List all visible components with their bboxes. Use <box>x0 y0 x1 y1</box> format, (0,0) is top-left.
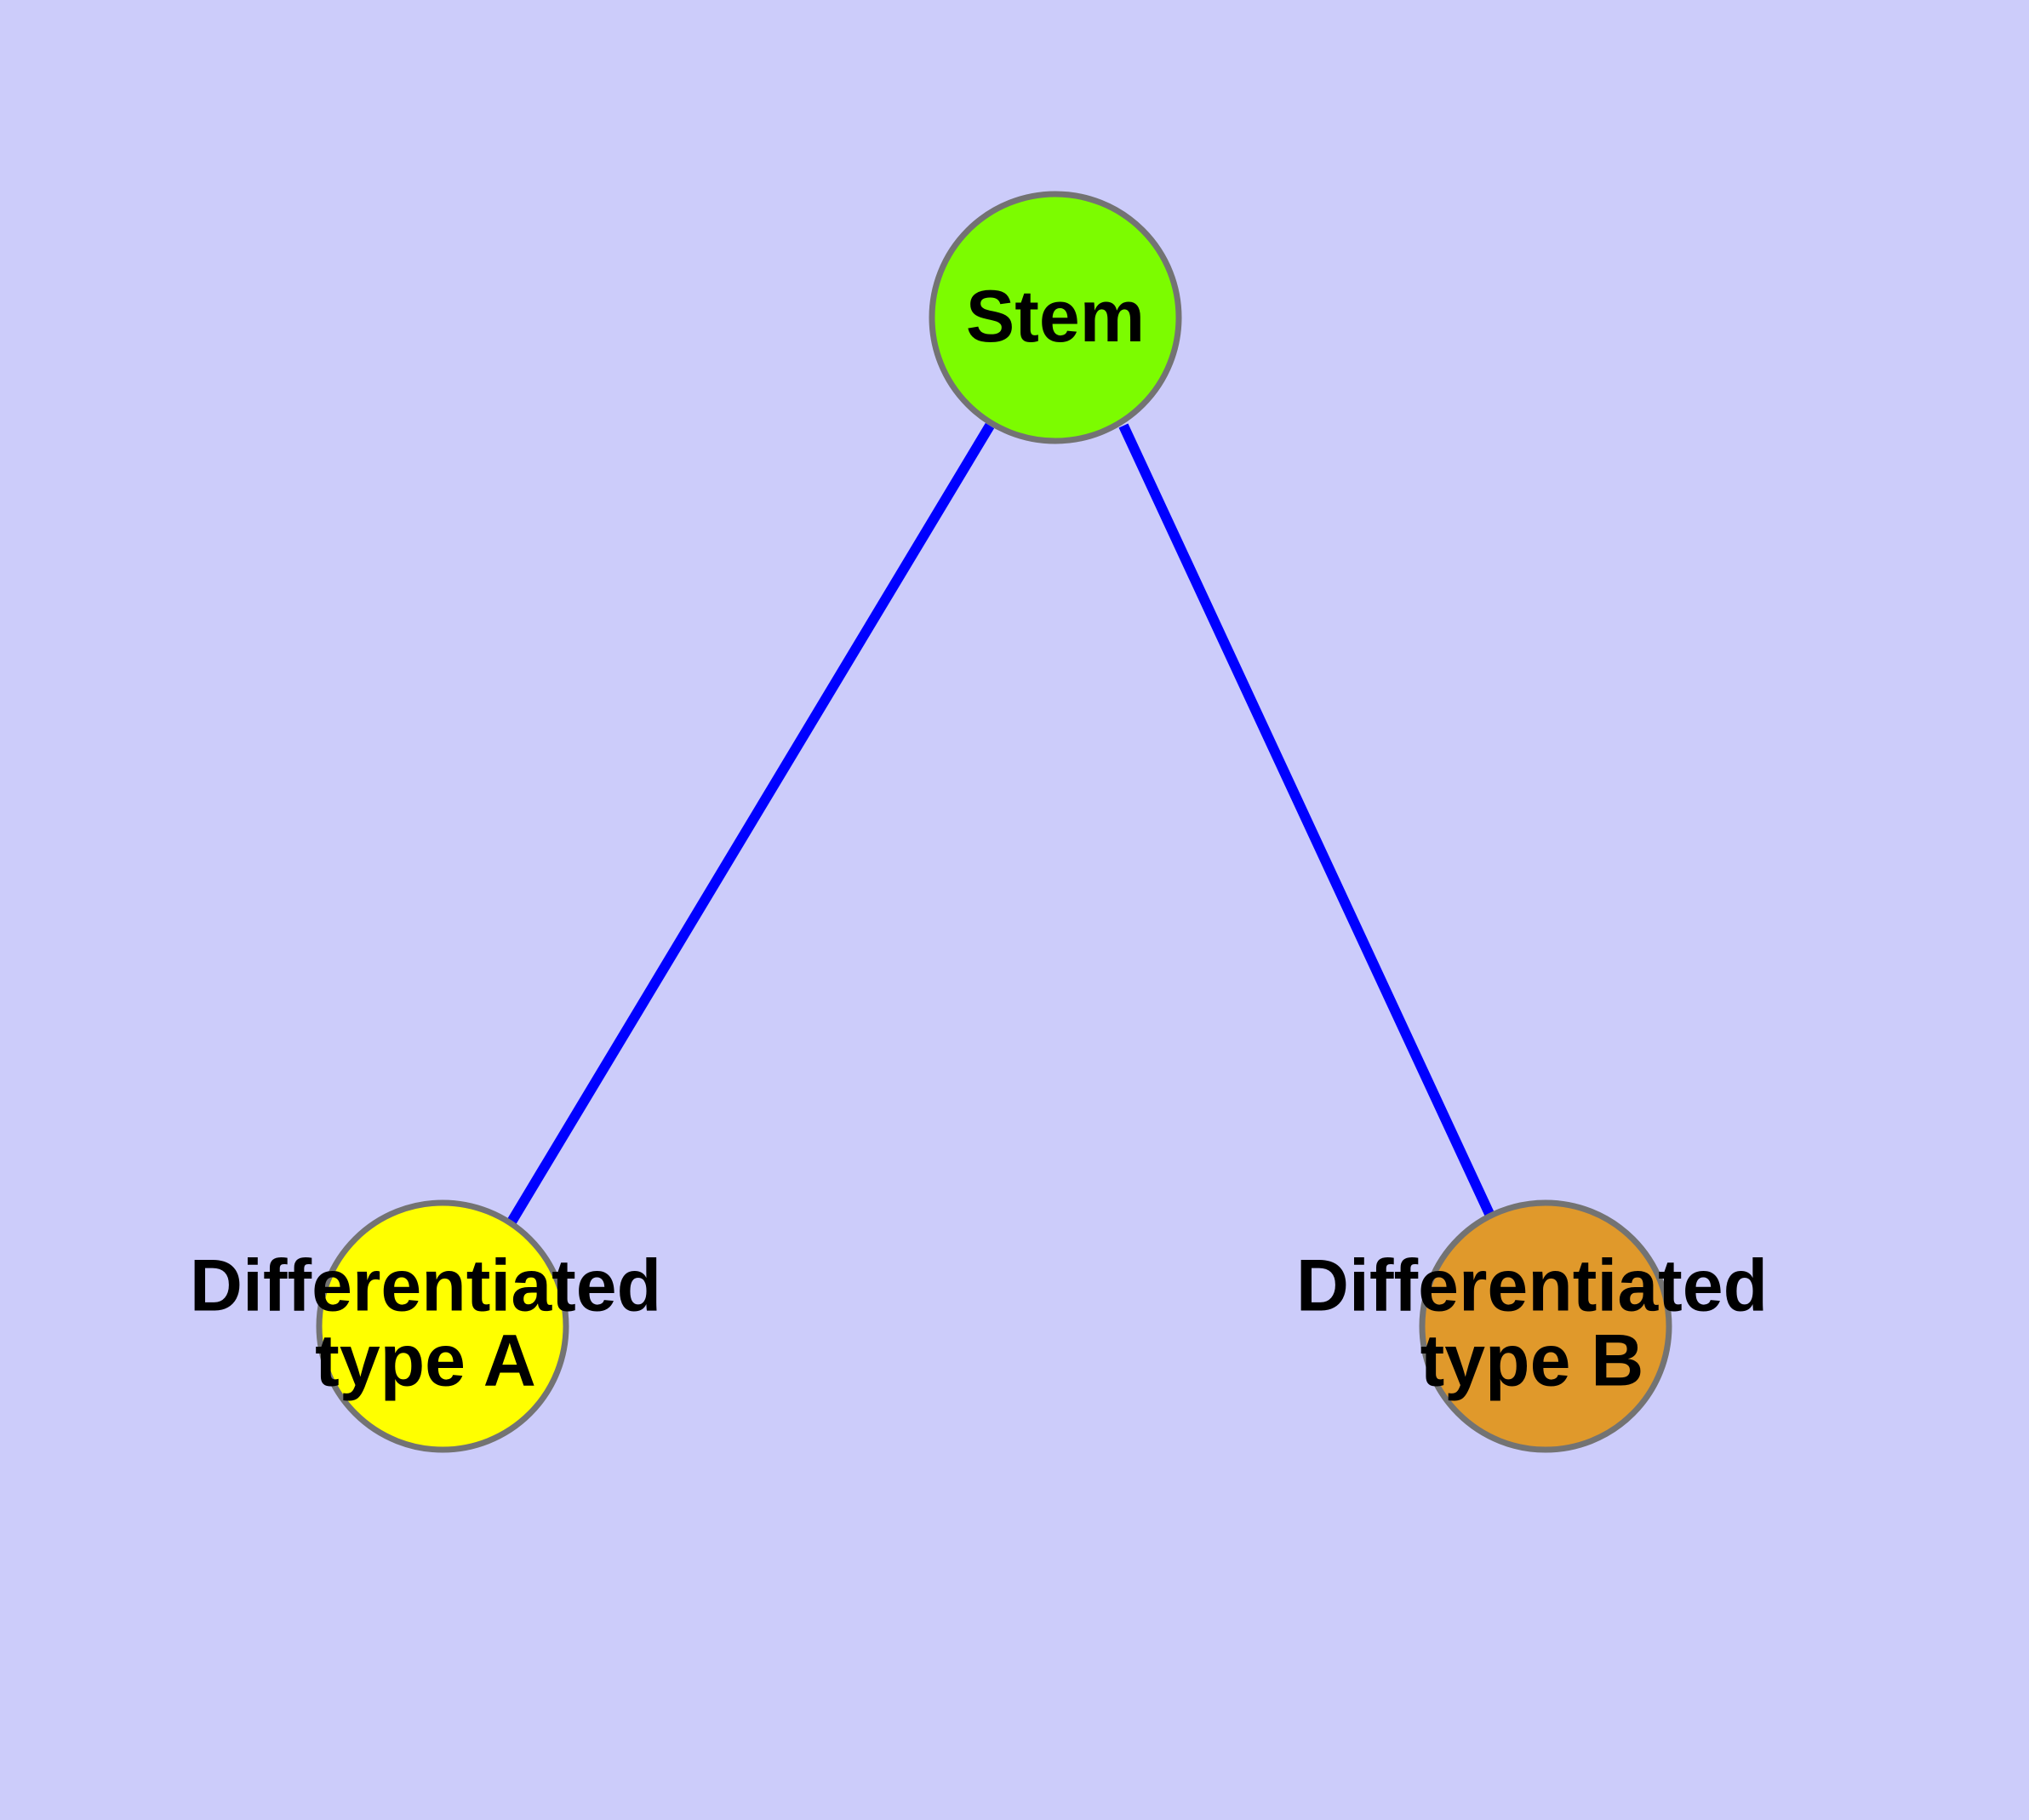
edge-stem-to-diff-a[interactable] <box>506 422 995 1227</box>
node-differentiated-type-b[interactable] <box>1419 1199 1672 1453</box>
edge-layer <box>506 422 1500 1229</box>
node-layer <box>316 191 1672 1453</box>
edge-stem-to-diff-b[interactable] <box>1118 423 1500 1229</box>
node-stem[interactable] <box>929 191 1182 444</box>
node-differentiated-type-a[interactable] <box>316 1199 569 1453</box>
